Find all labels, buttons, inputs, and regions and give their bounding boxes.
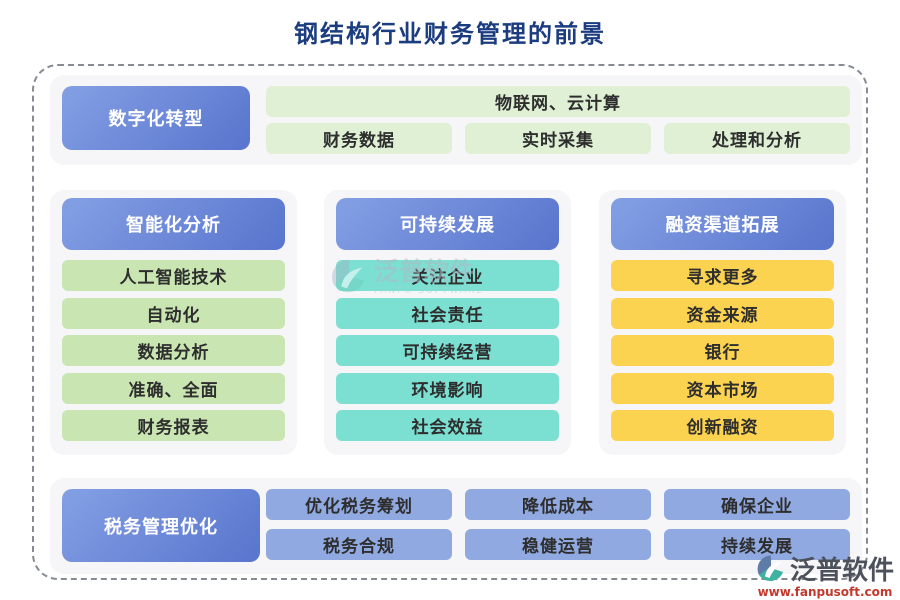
node-cost-reduction: 降低成本 (465, 489, 651, 520)
node-financial-data: 财务数据 (266, 123, 452, 154)
sustainable-development-header: 可持续发展 (336, 198, 559, 250)
node-seek-more: 寻求更多 (611, 260, 834, 291)
section-sustainable-development: 可持续发展 关注企业 社会责任 可持续经营 环境影响 社会效益 (324, 190, 571, 455)
node-processing-analysis: 处理和分析 (664, 123, 850, 154)
node-continuous-development: 持续发展 (664, 529, 850, 560)
node-ensure-enterprise: 确保企业 (664, 489, 850, 520)
node-tax-planning: 优化税务筹划 (266, 489, 452, 520)
financing-channels-header: 融资渠道拓展 (611, 198, 834, 250)
node-capital-market: 资本市场 (611, 372, 834, 404)
page-title: 钢结构行业财务管理的前景 (294, 20, 606, 48)
intelligent-analysis-header: 智能化分析 (62, 198, 285, 250)
node-social-responsibility: 社会责任 (336, 297, 559, 329)
node-innovative-financing: 创新融资 (611, 410, 834, 441)
tax-management-header: 税务管理优化 (62, 489, 260, 562)
watermark-corner-url: www.fanpusoft.com (757, 585, 893, 599)
node-data-analysis: 数据分析 (62, 335, 285, 366)
node-accurate-comprehensive: 准确、全面 (62, 372, 285, 404)
node-ai-technology: 人工智能技术 (62, 260, 285, 291)
node-banks: 银行 (611, 335, 834, 366)
section-tax-management: 税务管理优化 优化税务筹划 降低成本 确保企业 税务合规 稳健运营 持续发展 (50, 478, 862, 574)
section-intelligent-analysis: 智能化分析 人工智能技术 自动化 数据分析 准确、全面 财务报表 (50, 190, 297, 455)
digital-transformation-header: 数字化转型 (62, 86, 250, 150)
node-tax-compliance: 税务合规 (266, 529, 452, 560)
node-realtime-collection: 实时采集 (465, 123, 651, 154)
node-environmental-impact: 环境影响 (336, 372, 559, 404)
node-iot-cloud: 物联网、云计算 (266, 86, 850, 117)
dashed-outline: 数字化转型 物联网、云计算 财务数据 实时采集 处理和分析 智能化分析 人工智能… (32, 64, 868, 580)
node-funding-sources: 资金来源 (611, 297, 834, 329)
node-steady-operation: 稳健运营 (465, 529, 651, 560)
node-focus-enterprise: 关注企业 (336, 260, 559, 291)
section-digital-transformation: 数字化转型 物联网、云计算 财务数据 实时采集 处理和分析 (50, 75, 862, 165)
node-automation: 自动化 (62, 297, 285, 329)
section-financing-channels: 融资渠道拓展 寻求更多 资金来源 银行 资本市场 创新融资 (599, 190, 846, 455)
node-sustainable-operation: 可持续经营 (336, 335, 559, 366)
node-social-benefit: 社会效益 (336, 410, 559, 441)
node-financial-reports: 财务报表 (62, 410, 285, 441)
